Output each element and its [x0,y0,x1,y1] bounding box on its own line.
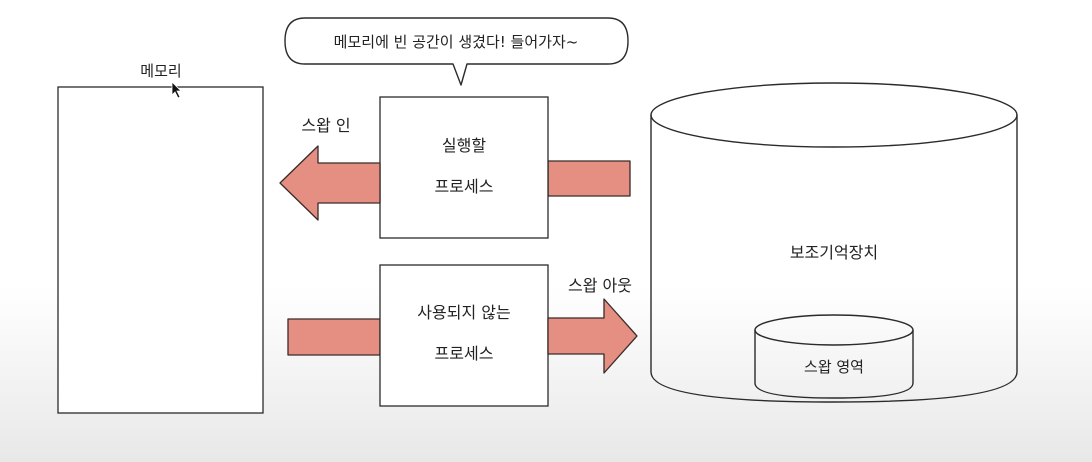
speech-bubble-text: 메모리에 빈 공간이 생겼다! 들어가자~ [334,33,579,51]
secondary-storage-cylinder: 보조기억장치 [650,82,1018,403]
memory-block: 메모리 [57,62,264,414]
unused-process-box: 사용되지 않는 프로세스 [379,264,549,407]
storage-label: 보조기억장치 [790,243,878,262]
swap-area-label: 스왑 영역 [804,358,864,376]
swap-area-body [754,329,914,399]
swap-out-label: 스왑 아웃 [568,276,632,295]
memory-rect [57,86,264,414]
swap-area-cylinder: 스왑 영역 [754,314,914,399]
mouse-cursor-icon [171,81,182,99]
swap-out-incoming-arrow [287,318,381,356]
swap-in-arrow [279,145,381,221]
swap-in-incoming-arrow [547,160,631,197]
swap-area-top [754,314,914,346]
storage-top [650,82,1018,148]
swap-out-arrow [547,298,638,374]
process-to-run-rect [379,96,549,239]
process-to-run-box: 실행할 프로세스 [379,96,549,239]
unused-process-rect [379,264,549,407]
storage-body [650,114,1018,403]
speech-bubble: 메모리에 빈 공간이 생겼다! 들어가자~ [284,17,629,86]
swap-in-label: 스왑 인 [301,116,350,135]
speech-bubble-outline [284,17,629,86]
unused-process-line2: 프로세스 [435,344,494,363]
process-to-run-line2: 프로세스 [435,177,494,196]
process-to-run-line1: 실행할 [442,136,486,155]
unused-process-line1: 사용되지 않는 [417,303,510,322]
memory-label: 메모리 [140,62,181,80]
